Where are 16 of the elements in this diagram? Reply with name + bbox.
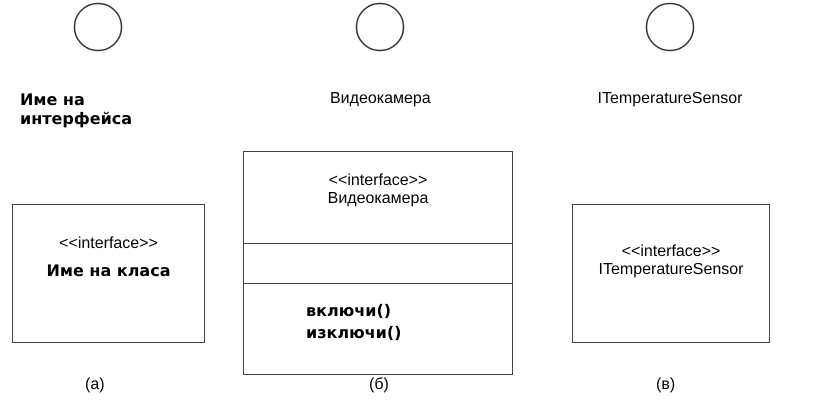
stereotype-text: <<interface>> xyxy=(328,172,428,190)
operation-list: включи() изключи() xyxy=(244,300,416,344)
class-box xyxy=(243,151,513,375)
class-name: Име на класа xyxy=(46,261,172,280)
class-box xyxy=(12,204,205,343)
panel-label: (а) xyxy=(85,376,105,394)
class-name: Видеокамера xyxy=(326,190,430,208)
panel-label: (б) xyxy=(369,376,389,394)
class-name: ITemperatureSensor xyxy=(598,261,744,279)
interface-name: ITemperatureSensor xyxy=(596,90,744,108)
panel-label: (в) xyxy=(656,376,676,394)
interface-name: Видеокамера xyxy=(330,90,430,108)
class-box xyxy=(572,204,770,343)
stereotype-text: <<interface>> xyxy=(620,243,722,261)
stereotype-text: <<interface>> xyxy=(58,235,159,253)
interface-name: Име на интерфейса xyxy=(20,90,134,128)
